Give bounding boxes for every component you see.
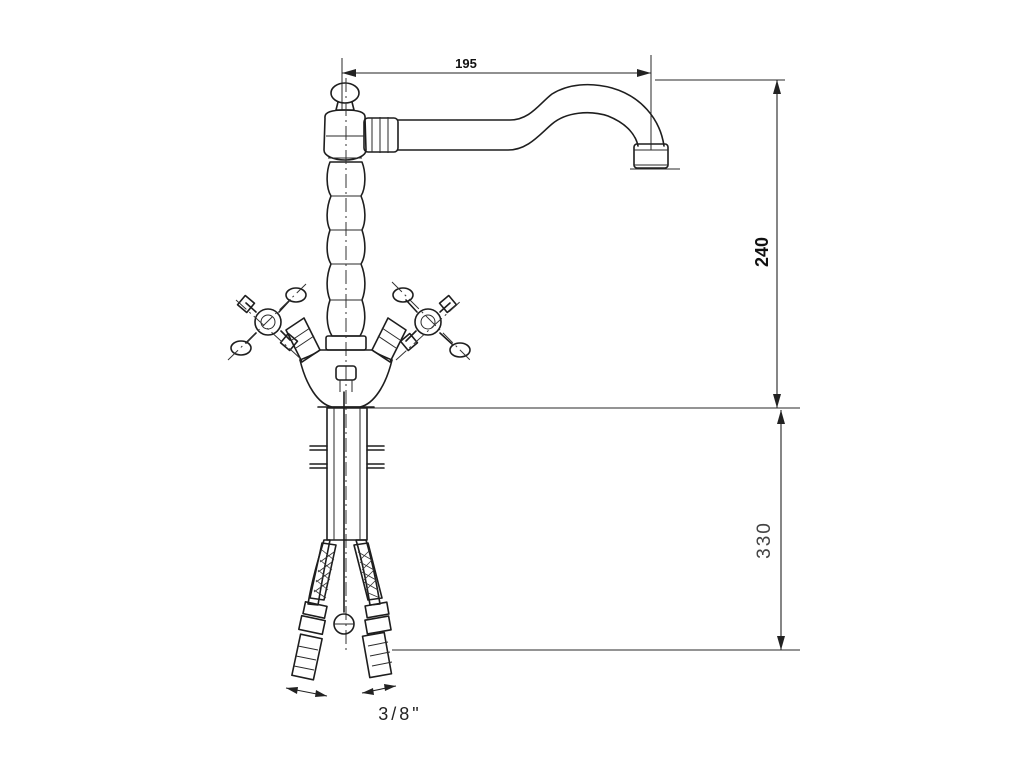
right-cross-handle <box>371 281 473 363</box>
left-cross-handle <box>227 283 321 363</box>
dimension-label-195: 195 <box>455 56 477 71</box>
dimension-label-240: 240 <box>752 237 772 267</box>
left-flexible-hose <box>291 539 337 681</box>
dimension-label-thread: 3/8" <box>378 704 421 724</box>
spout <box>363 83 680 170</box>
mounting-shank <box>309 391 385 635</box>
right-flexible-hose <box>353 539 393 679</box>
dimension-label-330: 330 <box>754 521 775 559</box>
dimension-hose-thread: 3/8" <box>285 684 421 724</box>
faucet-column <box>323 78 367 650</box>
dimension-hose-length: 330 <box>365 407 800 651</box>
dimension-spout-reach: 195 <box>341 55 652 150</box>
dimension-spout-height: 240 <box>655 79 785 408</box>
